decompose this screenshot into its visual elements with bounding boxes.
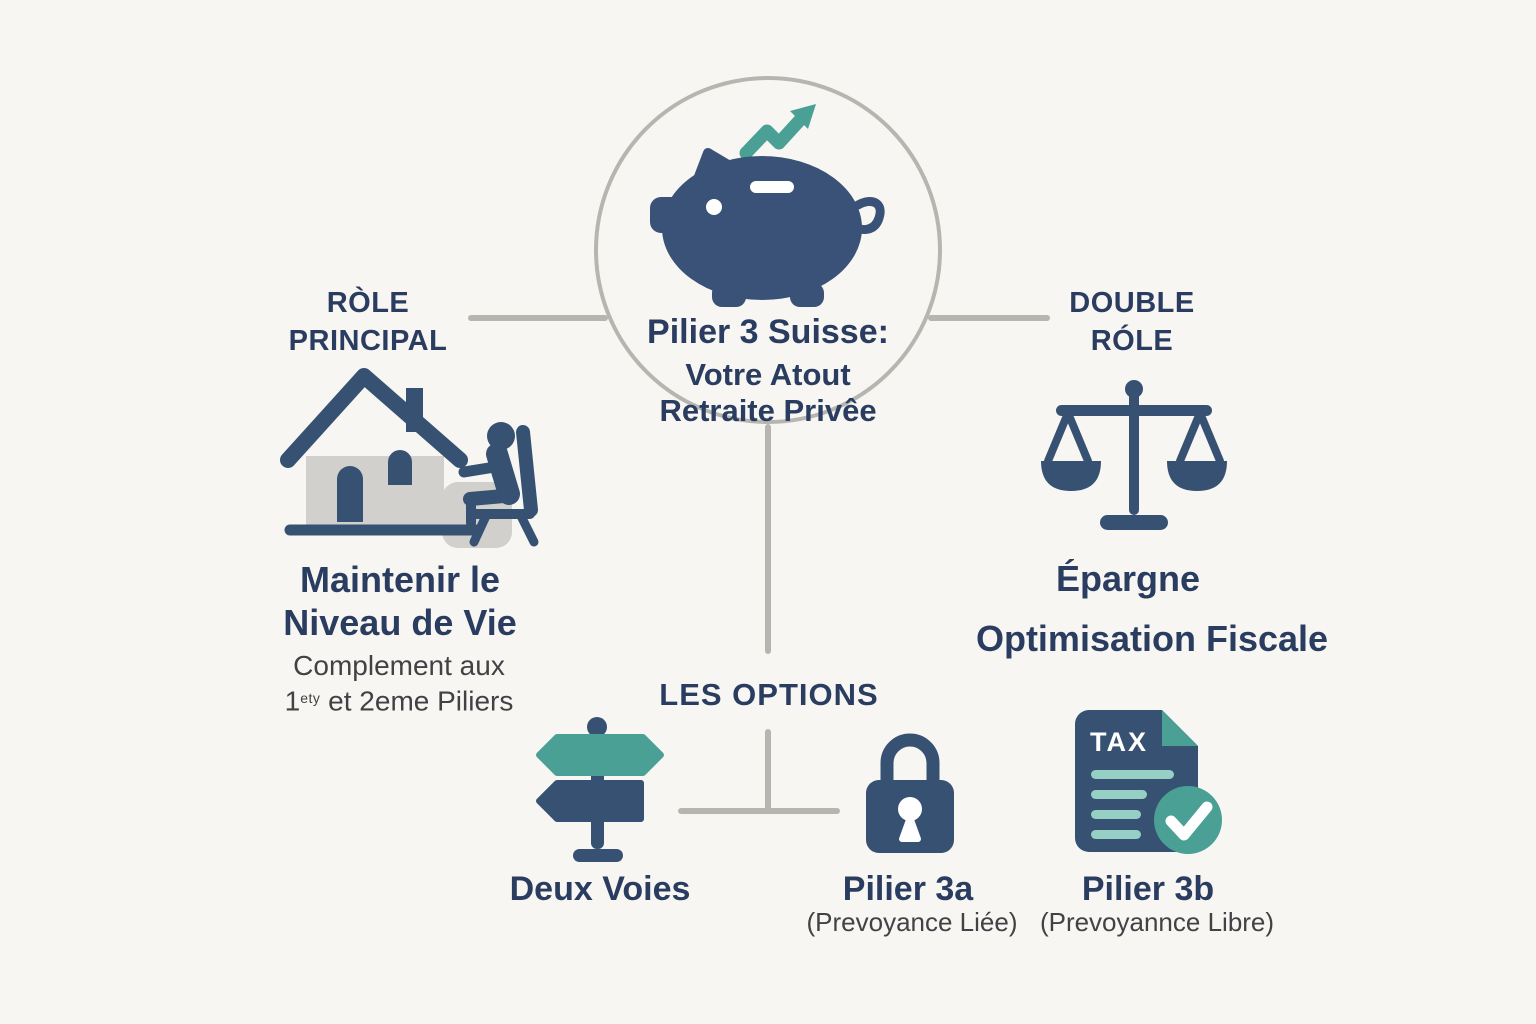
left-heading: RÒLE PRINCIPAL — [268, 284, 468, 360]
connector-left — [468, 315, 608, 321]
center-subtitle-1: Votre Atout — [685, 357, 851, 392]
window — [388, 450, 412, 485]
option-deux-voies-title: Deux Voies — [509, 870, 691, 908]
right-heading-line2: RÓLE — [1090, 325, 1174, 357]
pig-eye — [706, 199, 722, 215]
connector-right — [928, 315, 1050, 321]
option-pilier3b-title: Pilier 3b — [1081, 870, 1215, 908]
balance-scale-icon — [1041, 380, 1227, 530]
piggy-bank-growth-icon — [650, 104, 885, 307]
keyhole — [898, 797, 922, 821]
left-heading-line1: RÒLE — [326, 287, 410, 319]
left-subtext-block: Complement aux 1ety et 2eme Piliers — [264, 649, 534, 718]
check-circle — [1154, 786, 1222, 854]
folded-corner — [1162, 710, 1198, 746]
connector-vertical-bottom — [765, 729, 771, 813]
connector-vertical-top — [765, 424, 771, 654]
right-label-line2: Optimisation Fiscale — [975, 618, 1329, 659]
tax-document-check-icon: TAX — [1075, 710, 1222, 854]
document-lines — [1091, 770, 1174, 839]
left-label-line1: Maintenir le — [299, 559, 501, 600]
left-subtext-line2: 1ety et 2eme Piliers — [284, 685, 514, 717]
padlock-icon — [866, 733, 954, 853]
center-title-block: Pilier 3 Suisse: Votre Atout Retraite Pr… — [568, 312, 968, 429]
check-icon — [1165, 801, 1213, 841]
growth-arrow-icon — [739, 104, 816, 160]
options-heading: LES OPTIONS — [659, 677, 879, 712]
option-pilier3a-subtitle: (Prevoyance Liée) — [806, 907, 1018, 937]
roof — [280, 368, 468, 468]
signpost-top-sign — [536, 734, 664, 776]
left-heading-line2: PRINCIPAL — [288, 325, 448, 357]
house-retiree-icon — [280, 368, 539, 548]
signpost-icon — [536, 717, 664, 862]
right-heading-line1: DOUBLE — [1069, 287, 1195, 319]
option-pilier3a-title: Pilier 3a — [842, 870, 974, 908]
door — [337, 466, 363, 522]
coin-slot — [750, 181, 794, 193]
house-body — [306, 456, 444, 530]
ordinal-superscript: ety — [300, 690, 321, 706]
tax-label: TAX — [1090, 727, 1148, 757]
option-pilier3b-subtitle: (Prevoyannce Libre) — [1039, 907, 1275, 937]
piggy-bank-body — [650, 148, 885, 307]
lock-shackle — [880, 733, 940, 794]
right-heading: DOUBLE RÓLE — [1032, 284, 1232, 360]
left-label-line2: Niveau de Vie — [283, 602, 517, 643]
signpost-bottom-sign — [536, 780, 644, 822]
connector-horizontal-bottom — [678, 808, 840, 814]
retiree-head — [487, 422, 515, 450]
left-subtext-line1: Complement aux — [293, 650, 505, 681]
retiree-in-chair — [458, 425, 539, 547]
center-subtitle-2: Retraite Privêe — [659, 393, 877, 428]
right-label-line1: Épargne — [1055, 558, 1201, 599]
left-label-block: Maintenir le Niveau de Vie — [278, 558, 522, 644]
center-title: Pilier 3 Suisse: — [647, 313, 889, 351]
